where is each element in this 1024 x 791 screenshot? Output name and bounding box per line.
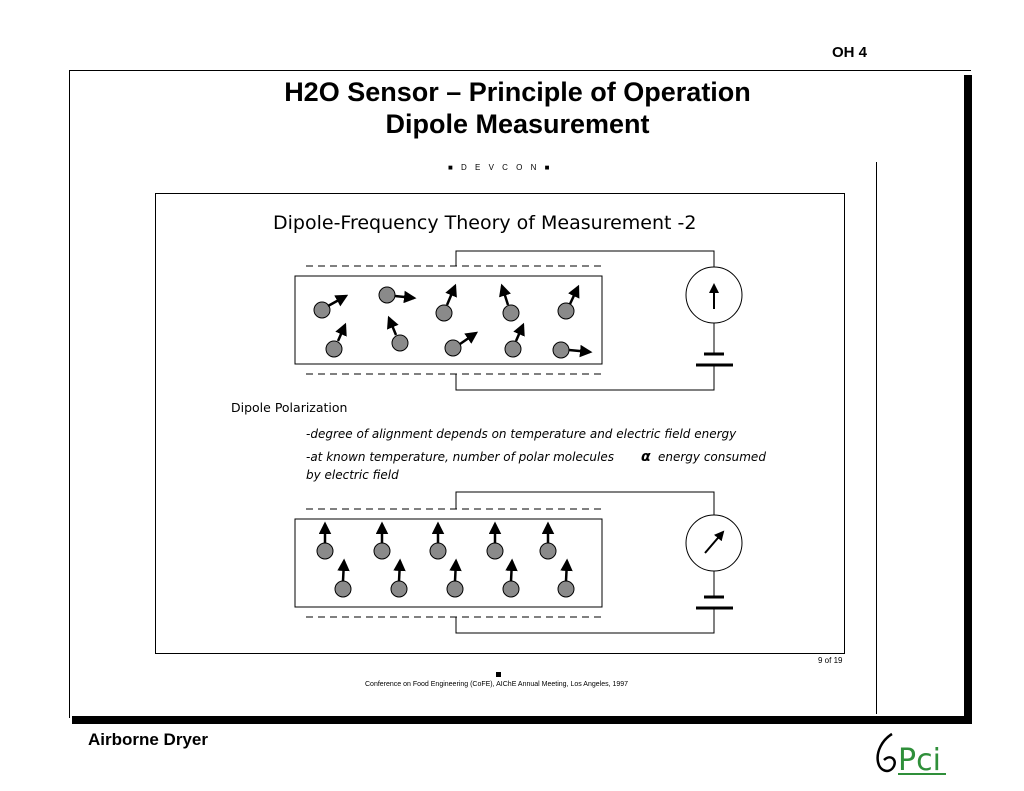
bottom-wire-upper <box>455 491 715 517</box>
top-wire-lower <box>455 365 715 391</box>
molecule <box>429 521 447 560</box>
slide-number: OH 4 <box>831 44 867 61</box>
molecule <box>334 558 352 598</box>
figure-title: Dipole-Frequency Theory of Measurement -… <box>273 212 696 234</box>
molecule <box>552 341 593 359</box>
battery-icon <box>696 352 733 367</box>
molecule <box>557 558 575 598</box>
molecule <box>444 331 479 357</box>
figure-box: Dipole-Frequency Theory of Measurement -… <box>155 193 845 654</box>
bullet-2-line-2: by electric field <box>306 468 399 482</box>
bottom-wire-lower <box>455 608 715 634</box>
molecule <box>499 283 520 322</box>
molecule <box>557 284 580 320</box>
molecule <box>502 558 520 598</box>
frame-right-shadow <box>964 75 972 720</box>
top-sample-chamber <box>294 275 603 365</box>
molecule <box>446 558 464 598</box>
section-heading: Dipole Polarization <box>231 400 347 415</box>
molecule <box>387 315 409 352</box>
footer-label: Airborne Dryer <box>88 730 208 749</box>
bullet-1: -degree of alignment depends on temperat… <box>306 427 737 441</box>
slide-title: H2O Sensor – Principle of Operation Dipo… <box>70 76 965 140</box>
meter-icon <box>685 514 743 572</box>
logo-text: Pci <box>898 743 941 778</box>
title-line-2: Dipole Measurement <box>385 109 650 139</box>
frame-top-border <box>70 70 971 71</box>
pci-logo-icon: Pci <box>870 730 950 780</box>
inner-divider-line <box>876 162 877 714</box>
aligned-dipoles <box>316 521 575 598</box>
molecule <box>373 521 391 560</box>
molecule <box>325 322 347 358</box>
frame-left-border <box>69 70 70 718</box>
dipole-figure: Dipole-Frequency Theory of Measurement -… <box>231 212 766 634</box>
molecule <box>504 322 525 358</box>
page-count: 9 of 19 <box>818 656 843 665</box>
bottom-sample-chamber <box>294 518 603 608</box>
devcon-header: ■ D E V C O N ■ <box>448 163 553 172</box>
molecule <box>378 286 417 304</box>
top-circuit <box>294 250 743 391</box>
molecule <box>313 294 349 319</box>
footer-bullet <box>496 672 501 677</box>
meter-icon <box>685 266 743 324</box>
bullet-2-line-1: -at known temperature, number of polar m… <box>306 450 614 464</box>
molecule <box>486 521 504 560</box>
title-line-1: H2O Sensor – Principle of Operation <box>284 77 751 107</box>
bottom-circuit <box>294 491 743 634</box>
battery-icon <box>696 595 733 610</box>
random-dipoles <box>313 283 593 359</box>
footer-citation: Conference on Food Engineering (CoFE), A… <box>365 681 629 688</box>
bullet-2-line-1-end: energy consumed <box>658 450 766 464</box>
molecule <box>539 521 557 560</box>
molecule <box>435 283 457 322</box>
proportional-symbol: α <box>641 449 651 465</box>
frame-bottom-shadow <box>72 716 972 724</box>
molecule <box>316 521 334 560</box>
molecule <box>390 558 408 598</box>
